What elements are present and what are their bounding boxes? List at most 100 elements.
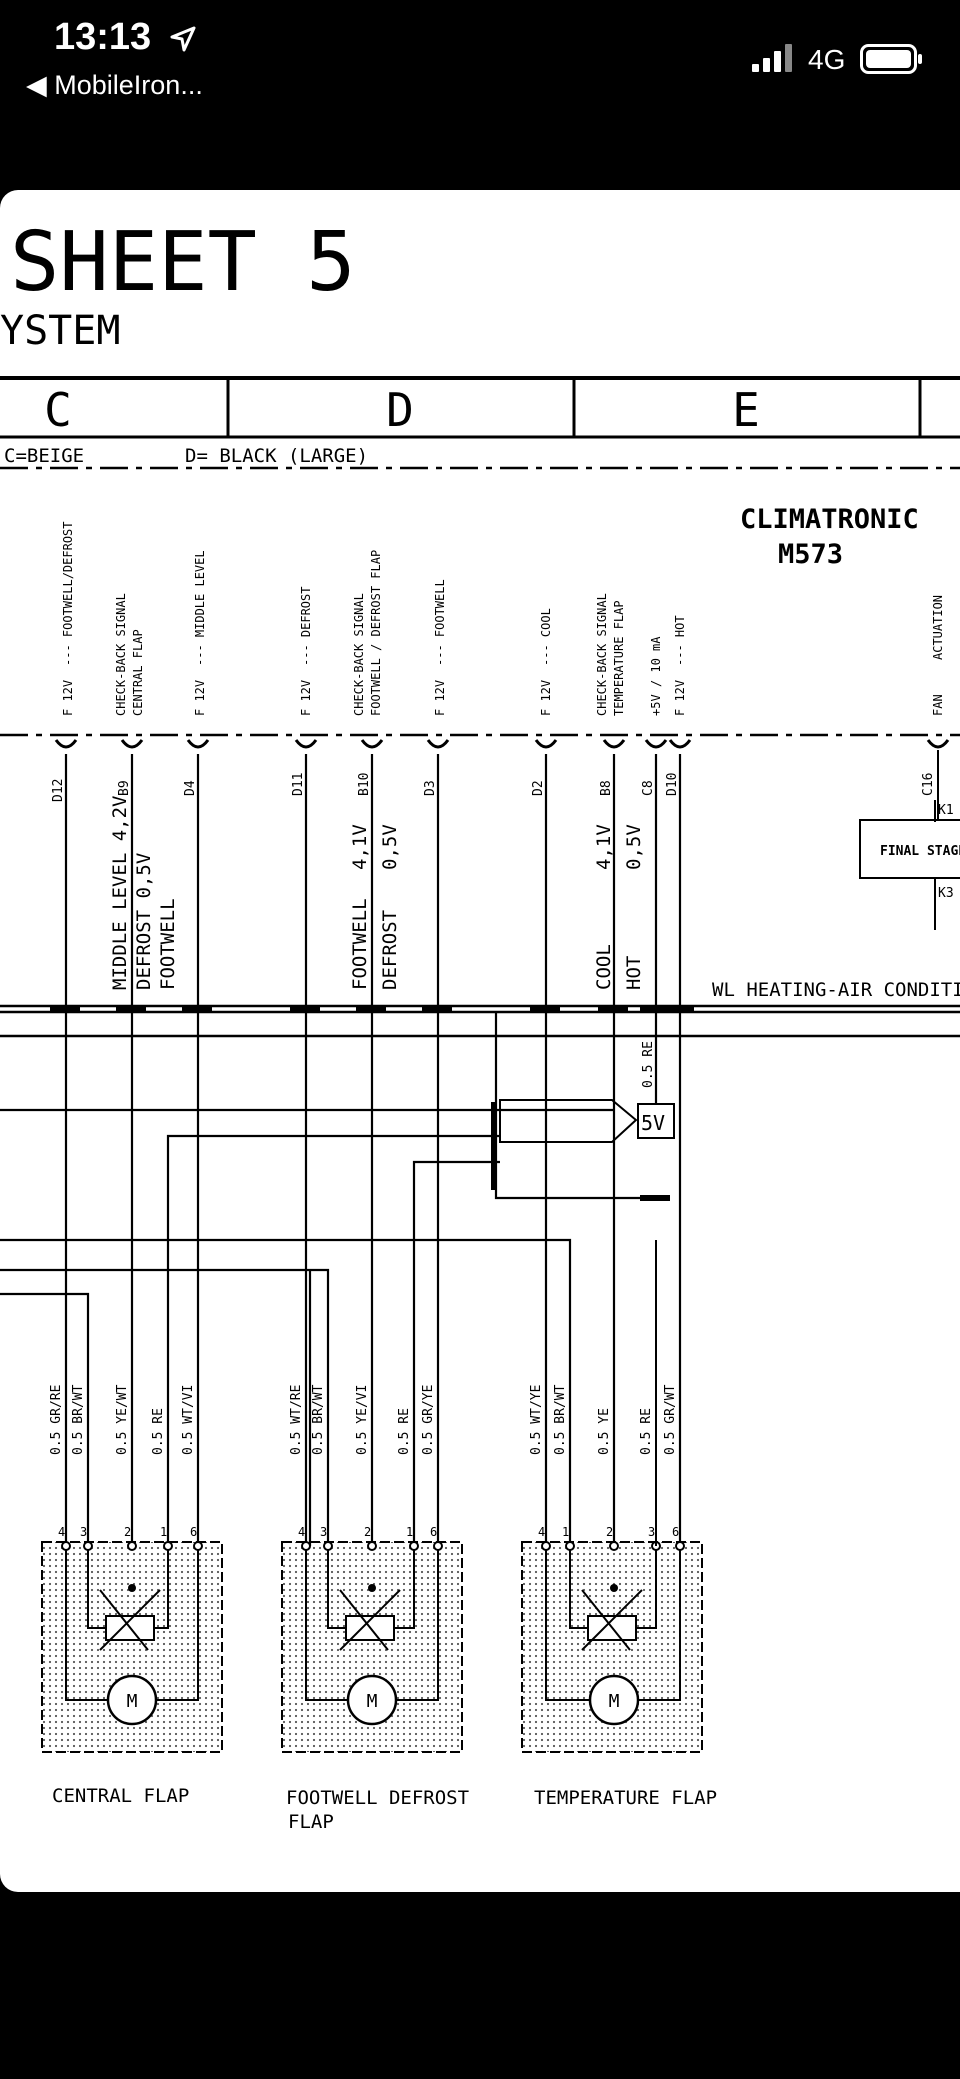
svg-text:2: 2 <box>364 1525 371 1539</box>
pin-d11-supply: F 12V <box>299 680 313 716</box>
voltage-temp-3: HOT <box>623 956 645 990</box>
svg-text:1: 1 <box>562 1525 569 1539</box>
svg-text:K3: K3 <box>938 886 954 901</box>
svg-text:4: 4 <box>538 1525 545 1539</box>
pin-number: D11 <box>291 773 306 796</box>
wire-spec: 0.5 BR/WT <box>553 1384 568 1455</box>
svg-text:6: 6 <box>430 1525 437 1539</box>
motor-symbol: M <box>609 1691 620 1712</box>
pin-d10-signal: --- HOT <box>673 615 687 666</box>
temperature-flap-label: TEMPERATURE FLAP <box>534 1787 717 1809</box>
svg-text:2: 2 <box>606 1525 613 1539</box>
wire-spec: 0.5 RE <box>639 1408 654 1455</box>
pin-b10-signal: CHECK-BACK SIGNAL <box>352 593 366 716</box>
location-arrow-icon <box>168 24 198 58</box>
footwell-defrost-label-2: FLAP <box>288 1811 334 1833</box>
section-d-label: D <box>386 383 414 437</box>
pin-d4-signal: --- MIDDLE LEVEL <box>193 550 207 666</box>
pin-d2-supply: F 12V <box>539 680 553 716</box>
pin-d3-signal: --- FOOTWELL <box>433 579 447 666</box>
color-note-c: C=BEIGE <box>4 445 84 467</box>
pin-d11-signal: --- DEFROST <box>299 587 313 666</box>
svg-text:4: 4 <box>298 1525 305 1539</box>
signal-bars-icon <box>750 44 796 76</box>
pin-b9-signal: CHECK-BACK SIGNAL <box>114 593 128 716</box>
wire-spec: 0.5 YE/WT <box>115 1384 130 1455</box>
pin-d2-signal: --- COOL <box>539 608 553 666</box>
network-type: 4G <box>808 44 846 75</box>
final-stage-box: K1 FINAL STAGE K3 <box>859 750 960 930</box>
wire-spec: 0.5 YE/VI <box>355 1385 370 1455</box>
voltage-central-2: DEFROST 0,5V <box>133 853 155 990</box>
wire-spec: 0.5 WT/RE <box>289 1385 304 1455</box>
wire-spec: 0.5 RE <box>151 1408 166 1455</box>
wire-spec: 0.5 RE <box>397 1408 412 1455</box>
sheet-subtitle: YSTEM <box>0 308 120 354</box>
status-time: 13:13 <box>54 16 152 58</box>
svg-text:K1: K1 <box>938 803 954 818</box>
pin-number: D10 <box>665 773 680 796</box>
wire-spec: 0.5 GR/RE <box>49 1385 64 1455</box>
pin-number: C8 <box>641 780 656 796</box>
pin-d3-supply: F 12V <box>433 680 447 716</box>
pin-d10-supply: F 12V <box>673 680 687 716</box>
svg-text:0.5 RE: 0.5 RE <box>641 1041 656 1088</box>
pin-number: D3 <box>423 780 438 796</box>
central-flap-label: CENTRAL FLAP <box>52 1785 189 1807</box>
pin-c8-supply: +5V / 10 mA <box>649 636 663 716</box>
wire-spec: 0.5 WT/VI <box>181 1385 196 1455</box>
pin-d4-supply: F 12V <box>193 680 207 716</box>
voltage-fd-2: 4,1V <box>349 824 371 870</box>
central-flap-motor: 4 3 2 1 6 M <box>41 1525 223 1753</box>
battery-icon <box>860 44 924 78</box>
svg-text:3: 3 <box>320 1525 327 1539</box>
wire-spec: 0.5 BR/WT <box>311 1384 326 1455</box>
wire-spec: 0.5 GR/WT <box>663 1384 678 1455</box>
svg-text:3: 3 <box>80 1525 87 1539</box>
fan-label: FAN <box>931 694 945 716</box>
pin-b10-signal-2: FOOTWELL / DEFROST FLAP <box>369 550 383 716</box>
back-to-app-link[interactable]: ◀ MobileIron... <box>26 70 203 100</box>
svg-text:1: 1 <box>160 1525 167 1539</box>
pin-number: D12 <box>51 779 66 802</box>
svg-text:5V: 5V <box>641 1111 665 1135</box>
temperature-flap-motor: 4 1 2 3 6 M <box>521 1240 703 1753</box>
section-e-label: E <box>732 383 760 437</box>
module-name: CLIMATRONIC <box>740 504 919 535</box>
pin-number: B9 <box>117 780 132 796</box>
pin-b8-signal-2: TEMPERATURE FLAP <box>612 600 626 716</box>
motor-symbol: M <box>367 1691 378 1712</box>
voltage-central-3: FOOTWELL <box>157 898 179 990</box>
voltage-fd-4: 0,5V <box>379 824 401 870</box>
pin-d12-supply: F 12V <box>61 680 75 716</box>
svg-text:6: 6 <box>672 1525 679 1539</box>
voltage-temp-1: COOL <box>593 944 615 990</box>
pin-b9-signal-2: CENTRAL FLAP <box>131 629 145 716</box>
fan-pin-number: C16 <box>921 773 936 796</box>
voltage-fd-1: FOOTWELL <box>349 898 371 990</box>
status-bar: 13:13 ◀ MobileIron... 4G <box>0 0 960 120</box>
footwell-defrost-label-1: FOOTWELL DEFROST <box>286 1787 469 1809</box>
pin-number: D2 <box>531 780 546 796</box>
pin-d12-signal: --- FOOTWELL/DEFROST <box>61 522 75 667</box>
pin-number: B10 <box>357 773 372 796</box>
svg-text:2: 2 <box>124 1525 131 1539</box>
color-note-d: D= BLACK (LARGE) <box>185 445 368 467</box>
pin-number: B8 <box>599 780 614 796</box>
wire-spec: 0.5 GR/YE <box>421 1385 436 1455</box>
voltage-central-1: MIDDLE LEVEL 4,2V <box>109 796 131 990</box>
sheet-title: SHEET 5 <box>10 215 356 310</box>
module-number: M573 <box>778 539 843 570</box>
pin-b8-signal: CHECK-BACK SIGNAL <box>595 593 609 716</box>
svg-text:3: 3 <box>648 1525 655 1539</box>
wiring-diagram-sheet: SHEET 5 YSTEM C D E C=BEIGE D= BLACK (LA… <box>0 190 960 1892</box>
voltage-fd-3: DEFROST <box>379 910 401 990</box>
svg-text:4: 4 <box>58 1525 65 1539</box>
wire-spec: 0.5 YE <box>597 1408 612 1455</box>
svg-text:6: 6 <box>190 1525 197 1539</box>
section-c-label: C <box>44 383 72 437</box>
footwell-defrost-flap-motor: 4 3 2 1 6 M <box>281 1525 463 1753</box>
pin-number: D4 <box>183 780 198 796</box>
svg-text:FINAL STAGE: FINAL STAGE <box>880 844 960 859</box>
svg-text:1: 1 <box>406 1525 413 1539</box>
